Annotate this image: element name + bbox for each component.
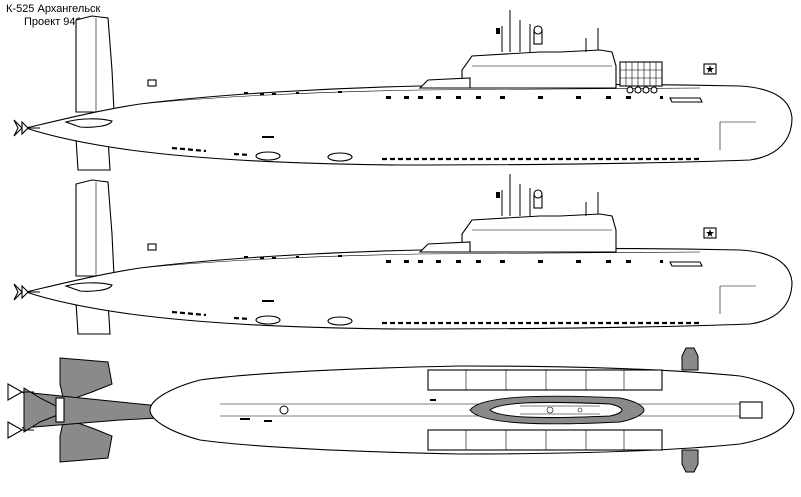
submarine-name: К-525 Архангельск: [6, 3, 101, 15]
drawing-caption: К-525 Архангельск Проект 949: [6, 3, 100, 29]
project-number: Проект 949: [24, 16, 82, 28]
top-view: [7, 347, 795, 473]
side-view-2: [12, 172, 794, 336]
side-view-1: [12, 8, 794, 172]
container-rack: [619, 61, 663, 94]
